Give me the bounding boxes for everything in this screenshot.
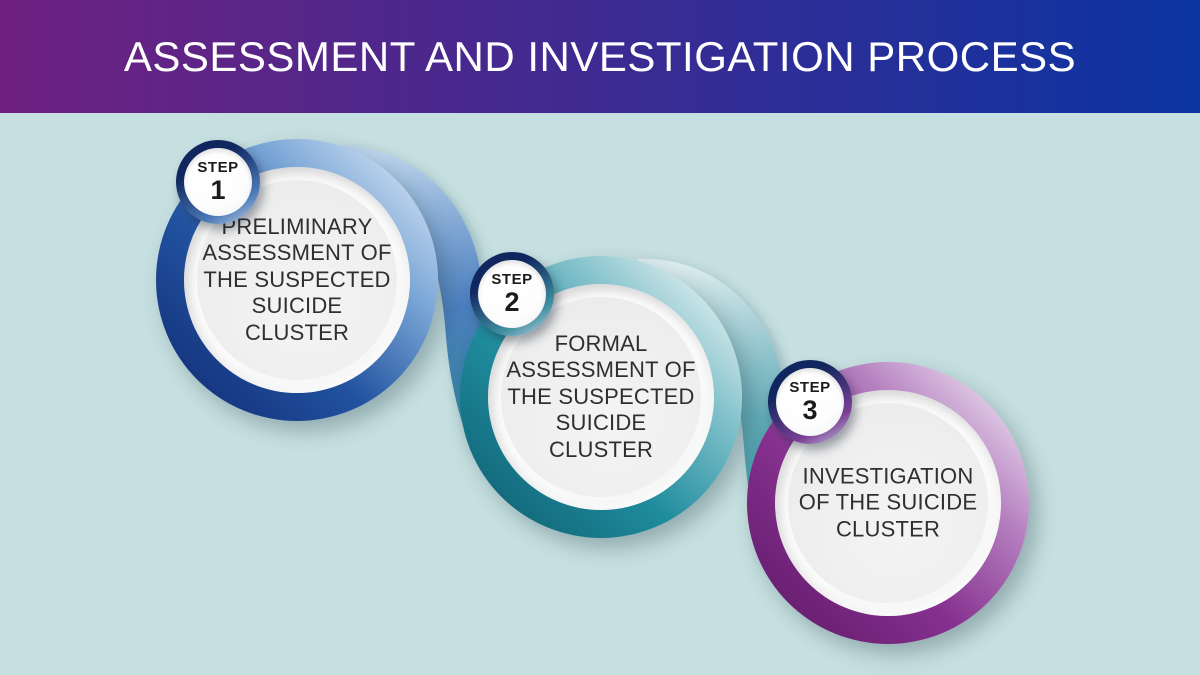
step-3-badge-face: STEP 3	[776, 368, 844, 436]
step-2-group: FORMAL ASSESSMENT OF THE SUSPECTED SUICI…	[460, 252, 742, 538]
step-3-badge-caption: STEP	[789, 379, 831, 396]
step-2-badge-caption: STEP	[491, 271, 533, 288]
step-1-group: PRELIMINARY ASSESSMENT OF THE SUSPECTED …	[156, 139, 438, 421]
ribbon-step1-to-step2	[332, 145, 484, 450]
page-title: ASSESSMENT AND INVESTIGATION PROCESS	[123, 32, 1077, 80]
step-1-badge: STEP 1	[176, 140, 260, 224]
step-2-label: FORMAL ASSESSMENT OF THE SUSPECTED SUICI…	[506, 331, 696, 462]
step-2-inner-disc	[501, 297, 701, 497]
step-2-badge: STEP 2	[470, 252, 554, 336]
step-1-badge-number: 1	[210, 175, 226, 205]
ribbon-step2-to-step3	[636, 258, 785, 560]
header-banner: ASSESSMENT AND INVESTIGATION PROCESS	[0, 0, 1200, 113]
step-1-badge-face: STEP 1	[184, 148, 252, 216]
step-2-badge-face: STEP 2	[478, 260, 546, 328]
step-3-badge: STEP 3	[768, 360, 852, 444]
step-1-badge-caption: STEP	[197, 159, 239, 176]
step-3-group: INVESTIGATION OF THE SUICIDE CLUSTER STE…	[747, 360, 1029, 644]
step-2-badge-number: 2	[504, 287, 520, 317]
step-3-label: INVESTIGATION OF THE SUICIDE CLUSTER	[798, 463, 978, 542]
step-3-badge-number: 3	[802, 395, 818, 425]
step-1-label: PRELIMINARY ASSESSMENT OF THE SUSPECTED …	[202, 214, 392, 345]
